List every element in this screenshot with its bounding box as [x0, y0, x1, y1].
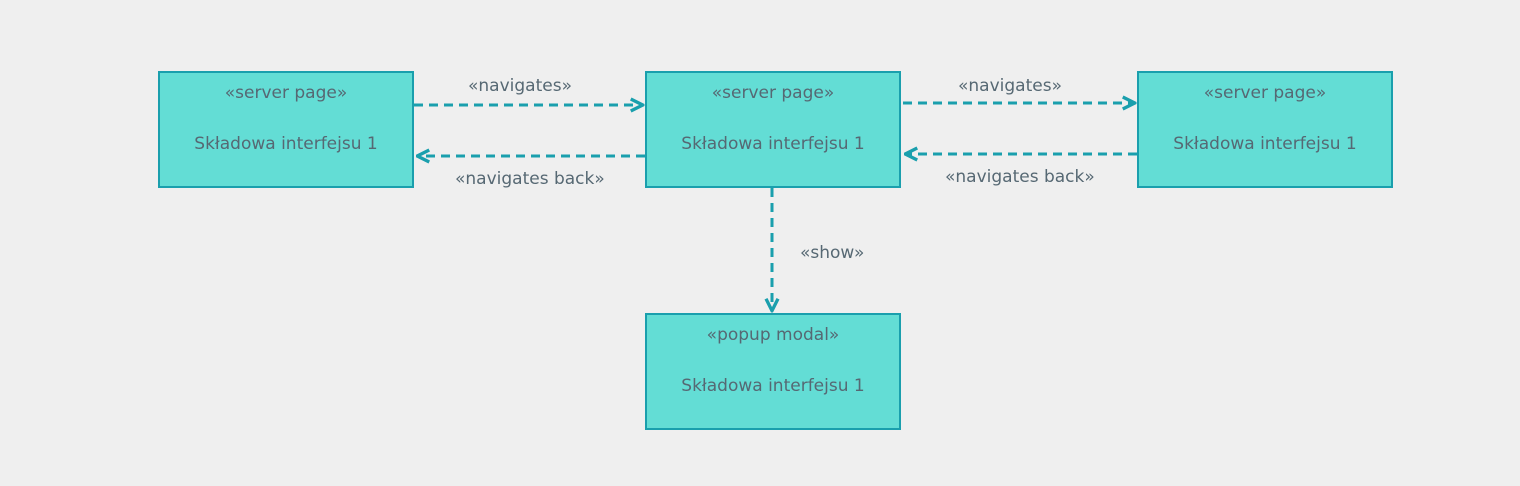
server-page-node-3[interactable]: «server page» Składowa interfejsu 1	[1137, 71, 1393, 188]
node-name: Składowa interfejsu 1	[681, 134, 865, 154]
node-stereotype: «popup modal»	[706, 325, 840, 345]
node-name: Składowa interfejsu 1	[681, 376, 865, 396]
node-name: Składowa interfejsu 1	[1173, 134, 1357, 154]
edge-label-navigates-back-1: «navigates back»	[455, 169, 605, 189]
edge-label-navigates-2: «navigates»	[958, 76, 1062, 96]
edge-label-show: «show»	[800, 243, 865, 263]
edge-label-navigates-1: «navigates»	[468, 76, 572, 96]
popup-modal-node[interactable]: «popup modal» Składowa interfejsu 1	[645, 313, 901, 430]
server-page-node-2[interactable]: «server page» Składowa interfejsu 1	[645, 71, 901, 188]
node-name: Składowa interfejsu 1	[194, 134, 378, 154]
node-stereotype: «server page»	[224, 83, 348, 103]
node-stereotype: «server page»	[1203, 83, 1327, 103]
edge-label-navigates-back-2: «navigates back»	[945, 167, 1095, 187]
node-stereotype: «server page»	[711, 83, 835, 103]
server-page-node-1[interactable]: «server page» Składowa interfejsu 1	[158, 71, 414, 188]
